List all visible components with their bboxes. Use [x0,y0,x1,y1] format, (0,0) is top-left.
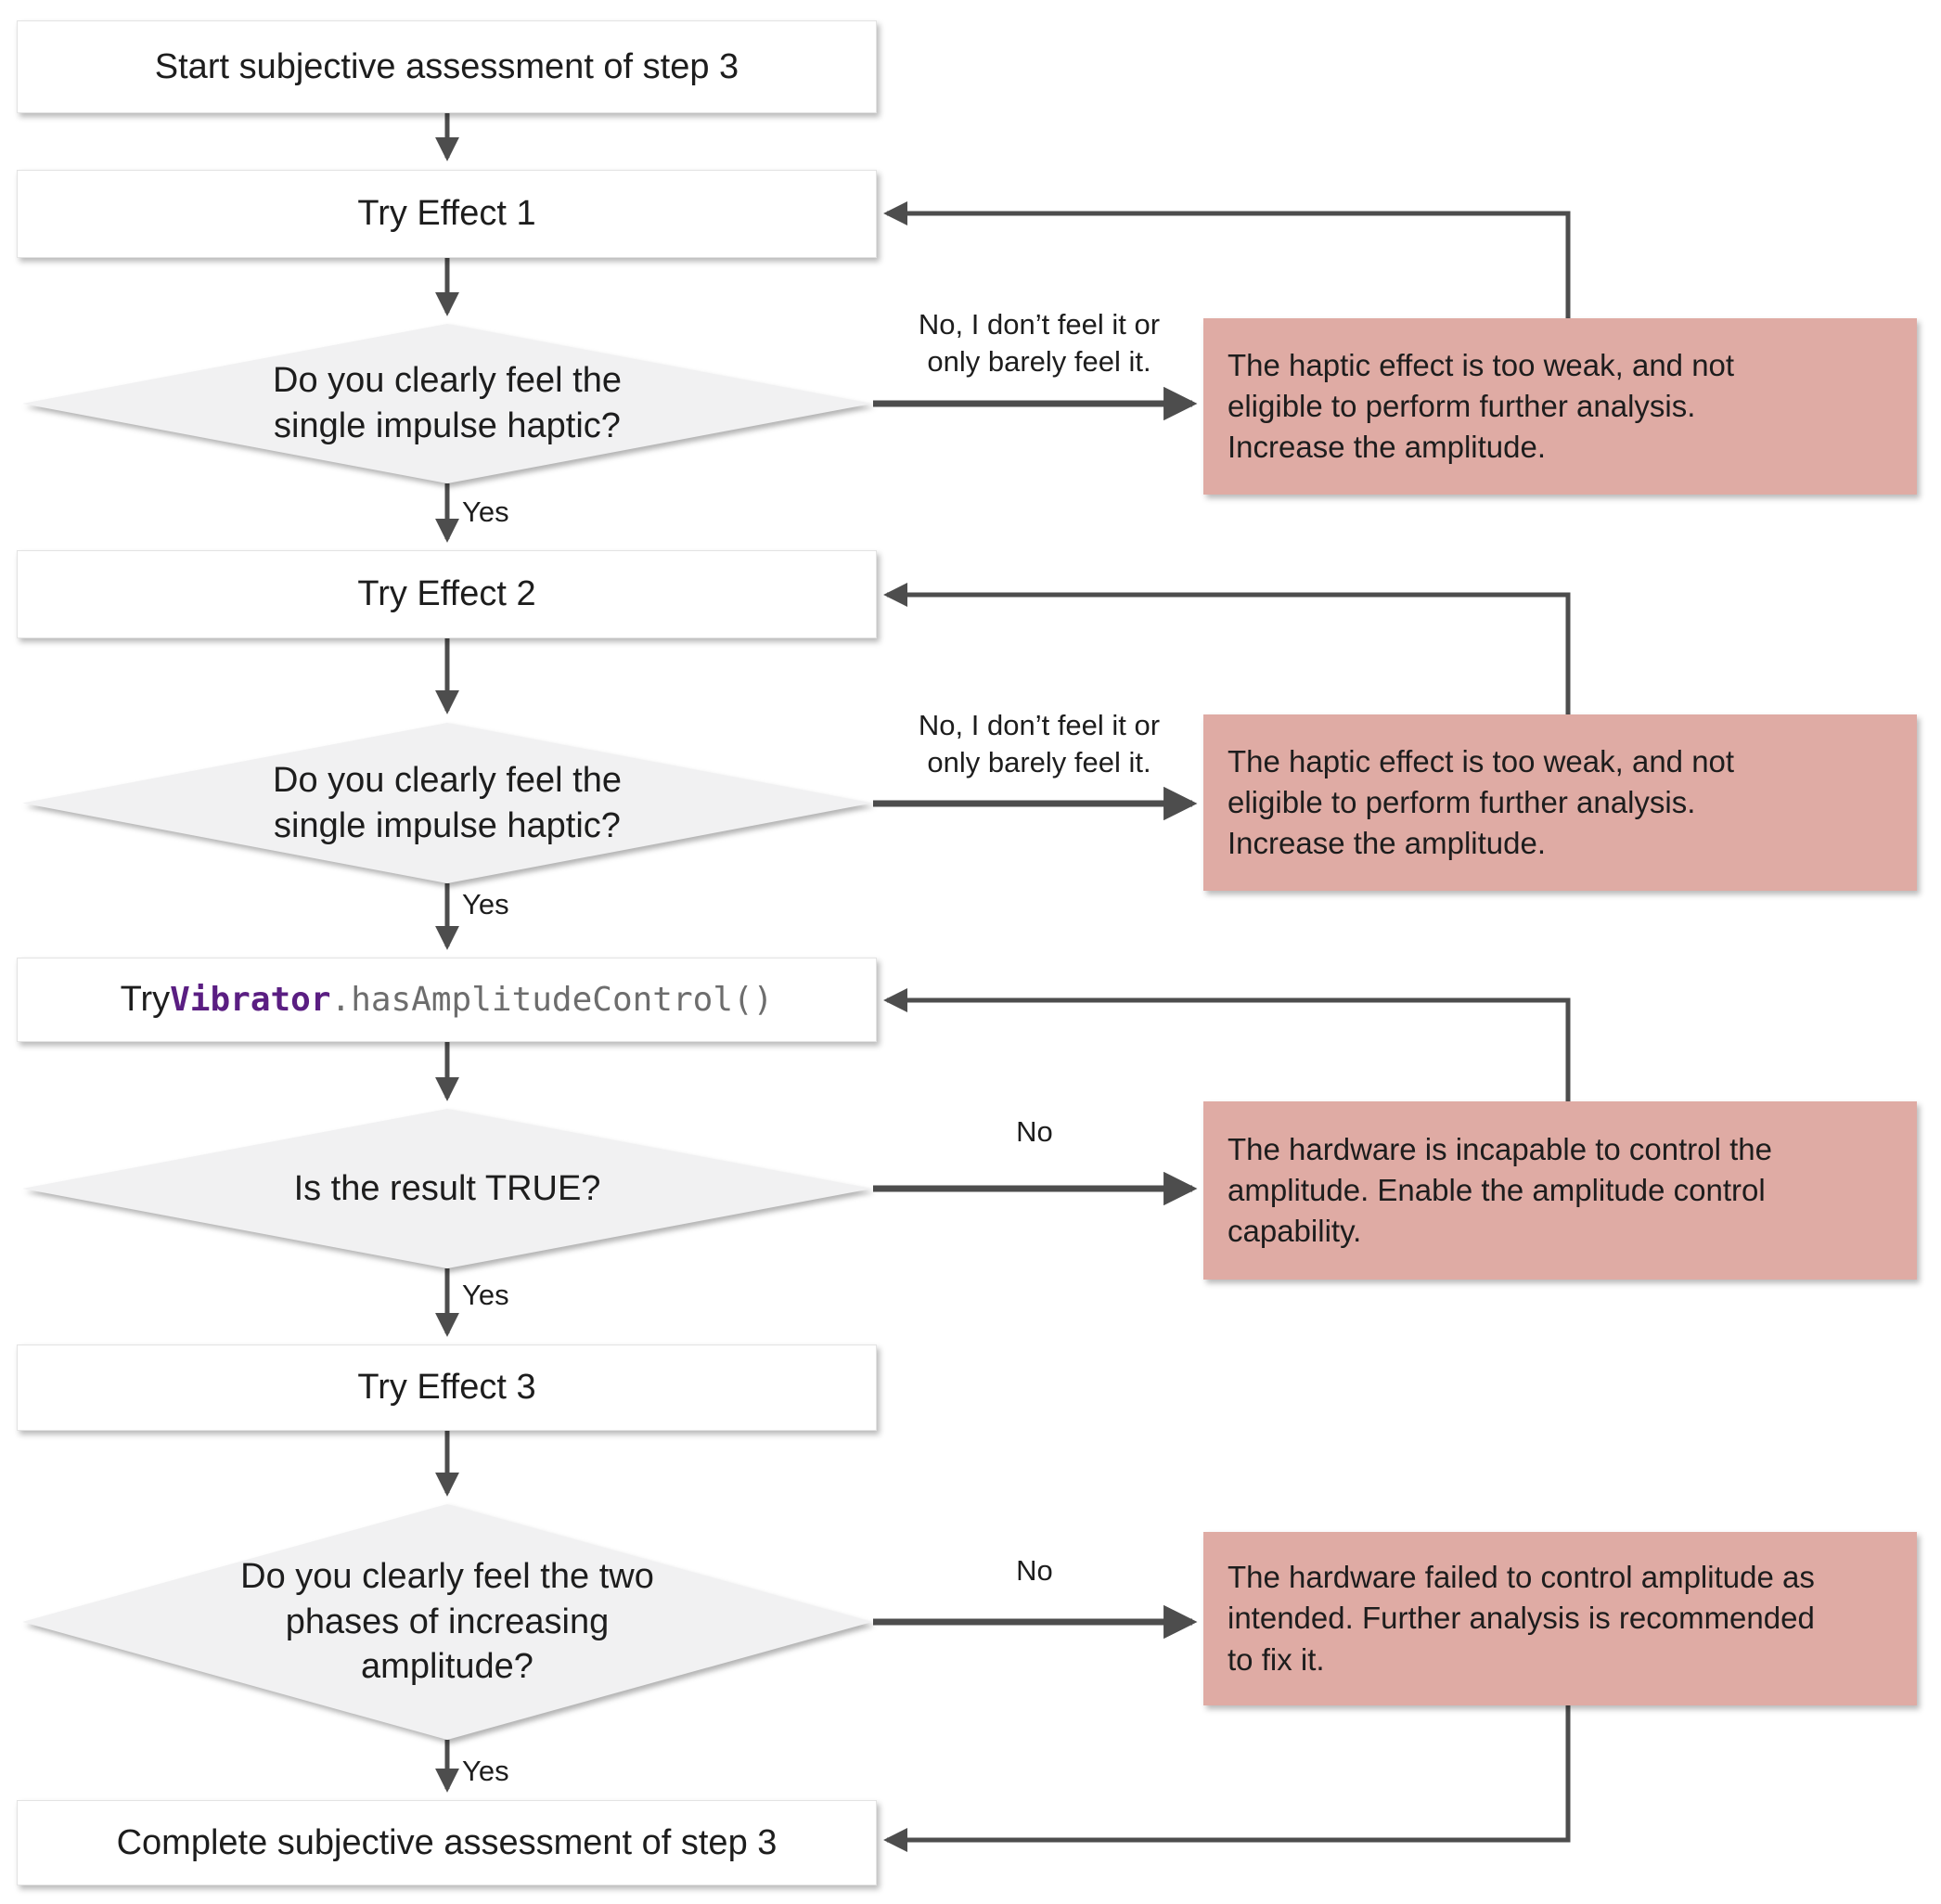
edge-label-yes-1: Yes [462,495,509,528]
node-try-effect-2: Try Effect 2 [17,550,877,638]
arrow-outcome3-back-to-code [883,988,1571,1101]
decision-two-phases: Do you clearly feel the two phases of in… [22,1504,872,1740]
code-method-name: .hasAmplitudeControl() [330,981,774,1019]
node-start-label: Start subjective assessment of step 3 [154,46,739,86]
decision-single-impulse-1: Do you clearly feel the single impulse h… [22,324,872,483]
node-complete: Complete subjective assessment of step 3 [17,1800,877,1885]
outcome-too-weak-1-label: The haptic effect is too weak, and not e… [1228,347,1735,465]
decision-single-impulse-2-label: Do you clearly feel the single impulse h… [273,760,622,845]
node-try-effect-2-label: Try Effect 2 [357,574,536,613]
code-prefix: Try [120,980,171,1019]
edge-label-no-result: No [1016,1115,1053,1148]
outcome-too-weak-2-label: The haptic effect is too weak, and not e… [1228,743,1735,861]
node-code-has-amplitude-control: Try Vibrator .hasAmplitudeControl() [17,958,877,1042]
edge-label-yes-2: Yes [462,888,509,920]
node-try-effect-1: Try Effect 1 [17,170,877,258]
decision-single-impulse-1-label: Do you clearly feel the single impulse h… [273,361,622,445]
arrow-outcome1-back-to-try1 [883,201,1571,318]
node-try-effect-3: Try Effect 3 [17,1344,877,1431]
outcome-too-weak-2: The haptic effect is too weak, and not e… [1203,714,1917,891]
outcome-too-weak-1: The haptic effect is too weak, and not e… [1203,318,1917,495]
code-class-name: Vibrator [170,981,331,1019]
decision-result-true-label: Is the result TRUE? [293,1168,601,1208]
node-try-effect-3-label: Try Effect 3 [357,1368,536,1407]
node-complete-label: Complete subjective assessment of step 3 [116,1822,778,1862]
edge-label-no-phases: No [1016,1554,1053,1587]
arrow-outcome2-back-to-try2 [883,583,1571,714]
decision-result-true: Is the result TRUE? [22,1109,872,1268]
outcome-incapable-amplitude: The hardware is incapable to control the… [1203,1101,1917,1280]
node-start: Start subjective assessment of step 3 [17,20,877,113]
node-try-effect-1-label: Try Effect 1 [357,194,536,233]
decision-two-phases-label: Do you clearly feel the two phases of in… [240,1557,654,1687]
outcome-failed-control-label: The hardware failed to control amplitude… [1228,1560,1815,1677]
edge-label-no-feel-1: No, I don’t feel it or only barely feel … [918,308,1161,379]
arrow-outcome4-to-complete [883,1705,1571,1852]
edge-label-no-feel-2: No, I don’t feel it or only barely feel … [918,709,1161,779]
decision-single-impulse-2: Do you clearly feel the single impulse h… [22,723,872,883]
edge-label-yes-4: Yes [462,1755,509,1787]
edge-label-yes-3: Yes [462,1279,509,1311]
outcome-failed-control: The hardware failed to control amplitude… [1203,1532,1917,1705]
outcome-incapable-amplitude-label: The hardware is incapable to control the… [1228,1131,1773,1249]
